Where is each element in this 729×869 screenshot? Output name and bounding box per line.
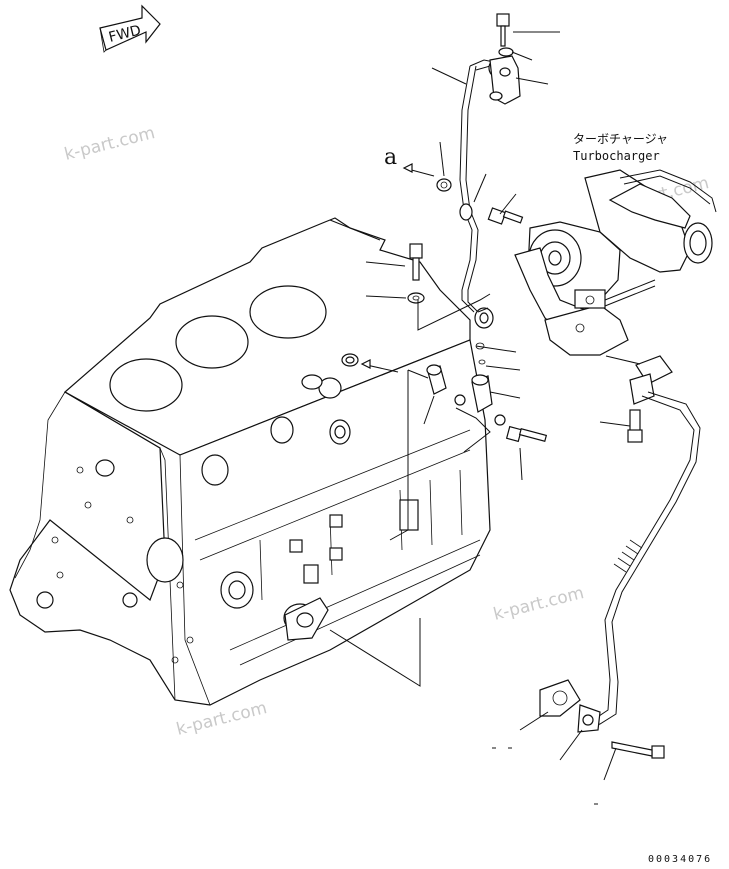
bolt-lower bbox=[505, 425, 548, 443]
drawing-code: 00034076 bbox=[648, 854, 712, 864]
bolt-upper bbox=[487, 207, 524, 225]
watermark-3: k-part.com bbox=[491, 583, 586, 625]
drain-flange-block bbox=[284, 597, 329, 641]
connector-2 bbox=[454, 374, 506, 426]
watermark-1: k-part.com bbox=[62, 123, 157, 165]
watermark-4: k-part.com bbox=[174, 698, 269, 740]
cylinder-block bbox=[9, 217, 491, 706]
turbocharger bbox=[514, 169, 717, 356]
connector-1 bbox=[426, 364, 447, 395]
banjo-bolt-top bbox=[489, 13, 521, 105]
block-bolt bbox=[407, 243, 425, 304]
turbo-label-en: Turbocharger bbox=[573, 149, 660, 163]
drain-bolt bbox=[611, 741, 665, 759]
drain-gasket bbox=[539, 679, 581, 717]
washer-small-2 bbox=[478, 359, 486, 365]
washer-upper bbox=[436, 178, 452, 192]
fwd-arrow-icon: FWD bbox=[99, 4, 161, 53]
turbo-label-jp: ターボチャージャ bbox=[573, 132, 668, 146]
ref-letter-a-upper: a bbox=[384, 145, 397, 170]
leader-lines bbox=[329, 31, 641, 805]
drain-upper-bolt bbox=[627, 409, 643, 443]
oil-drain-pipe bbox=[577, 355, 701, 733]
fwd-label: FWD bbox=[107, 22, 143, 45]
